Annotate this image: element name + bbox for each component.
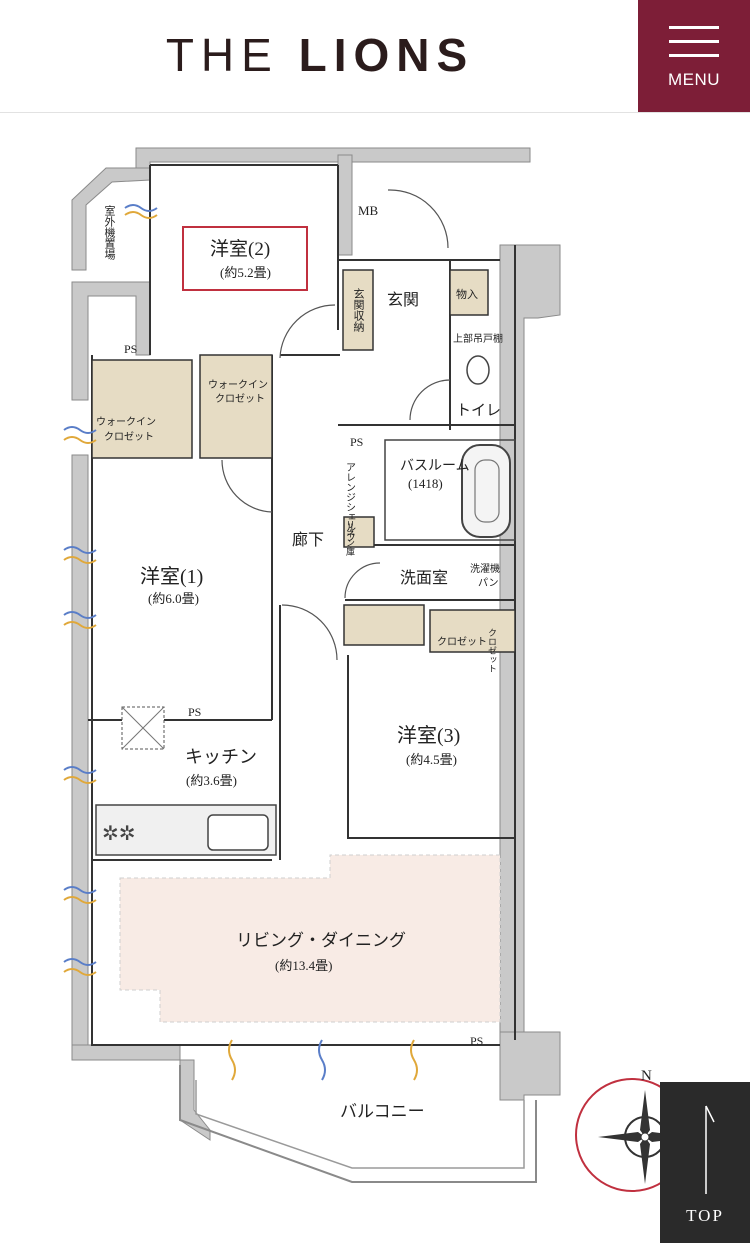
walkin-a-line1: ウォークイン xyxy=(96,416,156,428)
site-header: THE LIONS MENU xyxy=(0,0,750,113)
toilet-fixture xyxy=(466,355,490,385)
ps-label-top: PS xyxy=(124,342,137,356)
mb-label: MB xyxy=(358,203,379,218)
compass-rose-icon xyxy=(598,1090,692,1184)
bathroom-size: (1418) xyxy=(408,476,443,491)
storage-in-label: 物入 xyxy=(456,287,478,301)
bathroom-label: バスルーム xyxy=(400,459,470,474)
balcony-wall xyxy=(179,1059,211,1141)
menu-button[interactable]: MENU xyxy=(638,0,750,112)
wall-top-left xyxy=(71,167,151,271)
walkin-b-line1: ウォークイン xyxy=(208,379,268,391)
menu-label: MENU xyxy=(667,70,721,89)
walkin-a-line2: クロゼット xyxy=(104,431,154,443)
closet-small-label: クロゼット xyxy=(487,628,497,673)
room2-size: (約5.2畳) xyxy=(220,265,271,280)
ps-label-bottom: PS xyxy=(470,1034,483,1048)
floor-plan: ✲✲ 洋室(2) (約5.2畳) 洋室(1) xyxy=(0,112,750,1243)
arrow-up-icon xyxy=(705,1105,715,1194)
hamburger-icon xyxy=(669,26,719,58)
logo-lions: LIONS xyxy=(298,29,475,81)
washer-line1: 洗濯機 xyxy=(470,562,500,575)
living-name: リビング・ダイニング xyxy=(236,931,406,950)
washer-line2: パン xyxy=(478,577,499,589)
outdoor-unit-label: 室外機置場 xyxy=(103,204,116,261)
room3-name: 洋室(3) xyxy=(397,724,460,747)
room2-name: 洋室(2) xyxy=(210,238,270,260)
entrance-label: 玄関 xyxy=(387,291,419,309)
ps-label-kitchen: PS xyxy=(188,705,201,719)
room1-size: (約6.0畳) xyxy=(148,591,199,606)
upper-cabinet-label: 上部吊戸棚 xyxy=(453,332,503,345)
toilet-label: トイレ xyxy=(456,403,501,419)
room1-name: 洋室(1) xyxy=(140,565,203,588)
logo-the: THE xyxy=(165,29,279,81)
walkin-b-line2: クロゼット xyxy=(215,393,265,405)
wall-mb-left xyxy=(337,154,353,256)
living-floor xyxy=(119,854,501,1023)
entrance-storage-label: 玄関収納 xyxy=(352,287,365,333)
closet-label: クロゼット xyxy=(437,636,487,648)
hallway-label: 廊下 xyxy=(292,531,324,549)
wall-left xyxy=(71,454,89,1046)
living-size: (約13.4畳) xyxy=(275,958,332,973)
balcony-label: バルコニー xyxy=(340,1102,425,1121)
balcony-outline xyxy=(179,1065,537,1183)
linen-label: リネン庫 xyxy=(345,520,355,557)
kitchen-name: キッチン xyxy=(185,747,257,767)
washroom-label: 洗面室 xyxy=(400,569,448,587)
back-to-top-button[interactable]: TOP xyxy=(660,1082,750,1243)
site-logo[interactable]: THE LIONS xyxy=(0,28,640,82)
room3-size: (約4.5畳) xyxy=(406,752,457,767)
floor-plan-drawing: ✲✲ 洋室(2) (約5.2畳) 洋室(1) xyxy=(63,147,692,1192)
kitchen-size: (約3.6畳) xyxy=(186,773,237,788)
ps-label-hall: PS xyxy=(350,435,363,449)
wall-bottom-left xyxy=(71,1044,181,1061)
svg-text:✲✲: ✲✲ xyxy=(102,823,136,845)
bathtub xyxy=(461,444,511,538)
top-label: TOP xyxy=(686,1206,724,1225)
compass-north: N xyxy=(641,1068,652,1084)
arrange-shelf-label: アレンジシェルフ xyxy=(344,462,356,542)
room2-highlight xyxy=(182,226,308,291)
wall-top xyxy=(135,147,531,171)
wall-right-bottom xyxy=(499,1031,561,1101)
